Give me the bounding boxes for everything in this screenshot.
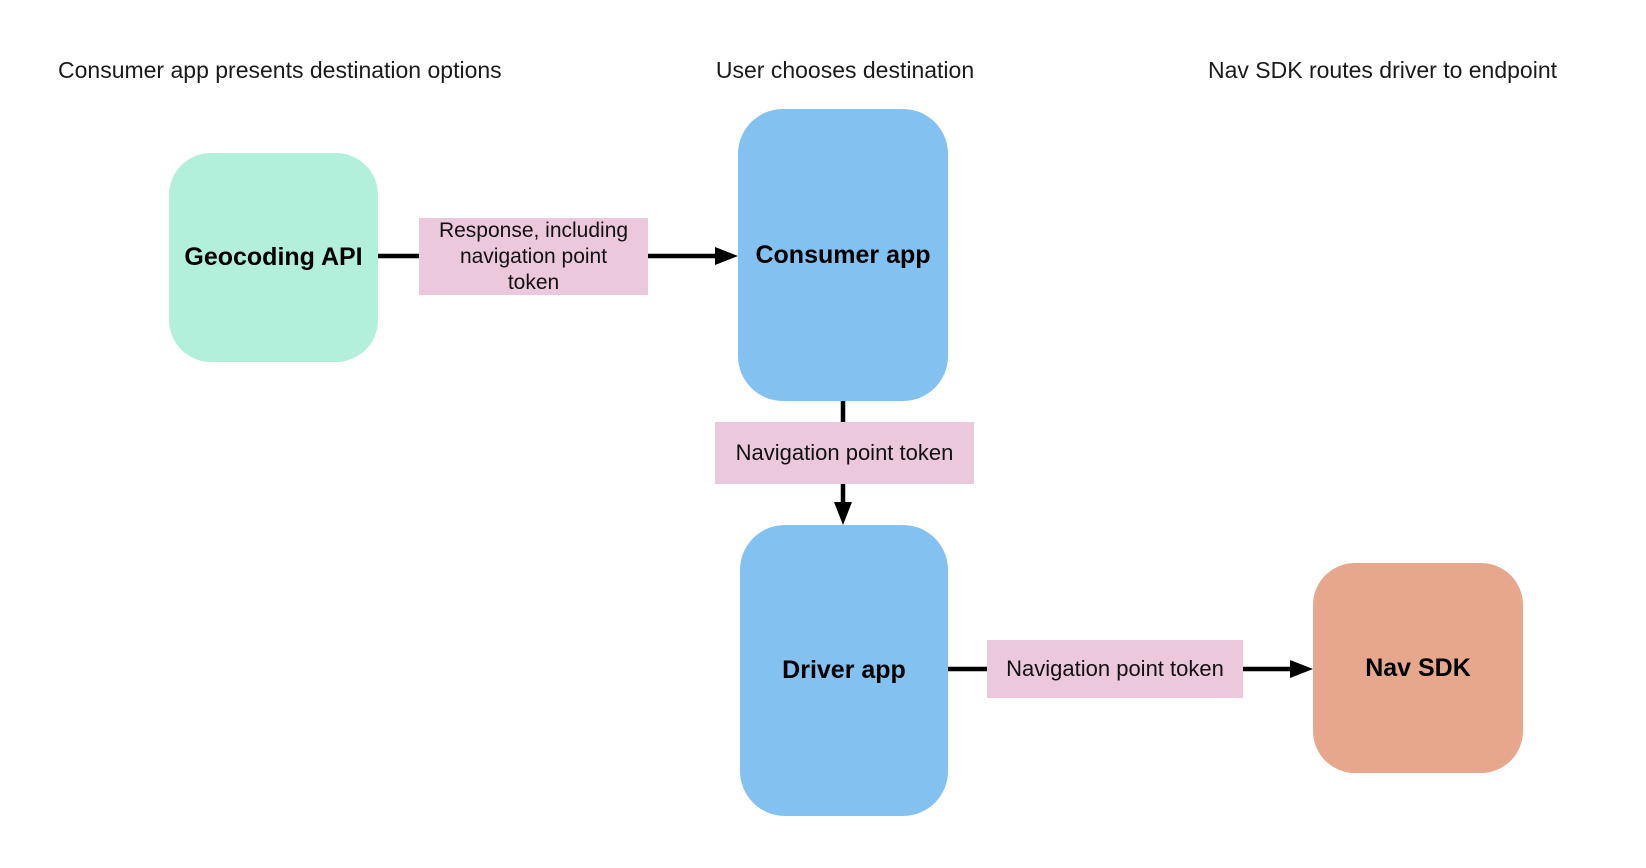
edge-label-navigation-point-token-1: Navigation point token	[715, 422, 974, 484]
stage-heading-user-chooses: User chooses destination	[715, 57, 975, 83]
node-nav-sdk: Nav SDK	[1313, 563, 1523, 773]
node-geocoding-api: Geocoding API	[169, 153, 378, 362]
node-consumer-app: Consumer app	[738, 109, 948, 401]
edge-label-navigation-point-token-2: Navigation point token	[987, 640, 1243, 698]
node-driver-app: Driver app	[740, 525, 948, 816]
stage-heading-navsdk-routes: Nav SDK routes driver to endpoint	[1208, 57, 1558, 83]
stage-heading-consumer-presents: Consumer app presents destination option…	[58, 57, 502, 83]
edge-label-response-including-token: Response, including navigation point tok…	[419, 218, 648, 295]
